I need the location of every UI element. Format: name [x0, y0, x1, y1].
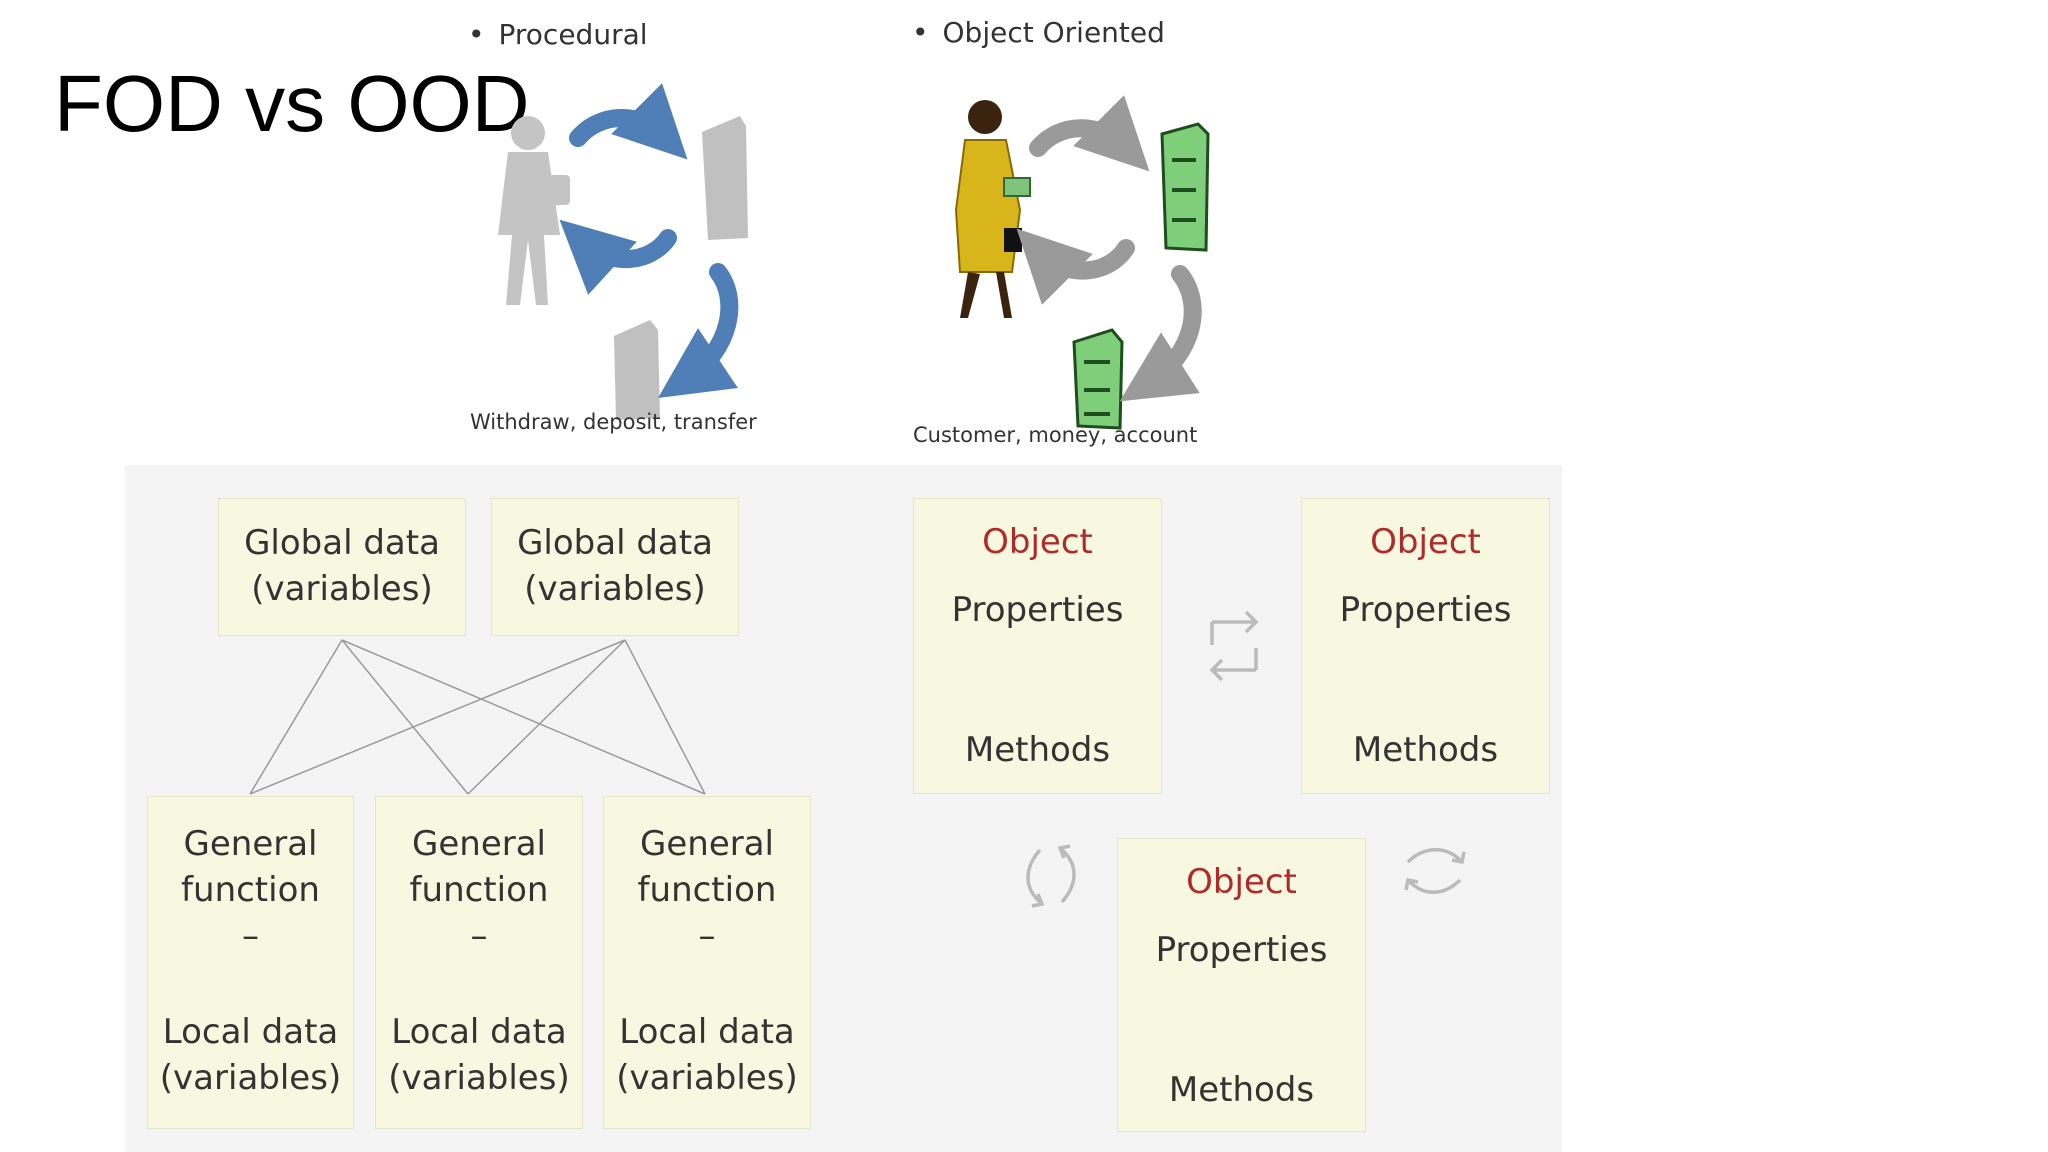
procedural-arrows-icon	[559, 83, 739, 398]
global-data-box: Global data (variables)	[218, 498, 466, 636]
object-oriented-label: Object Oriented	[942, 16, 1165, 49]
bullet-dot: •	[912, 16, 929, 49]
slide-title: FOD vs OOD	[54, 59, 530, 148]
fod-connector-lines	[249, 639, 706, 795]
local-data-label: Local data	[162, 1012, 339, 1052]
local-data-sublabel: (variables)	[159, 1058, 342, 1098]
gray-money-icon	[702, 116, 748, 240]
sync-arrows-icon	[1404, 848, 1466, 894]
procedural-label: Procedural	[498, 18, 648, 51]
function-label: function	[409, 870, 549, 910]
methods-label: Methods	[1168, 1070, 1315, 1110]
object-title: Object	[1370, 522, 1481, 562]
general-function-box: General function – Local data (variables…	[603, 796, 811, 1129]
object-oriented-caption: Customer, money, account	[913, 423, 1198, 447]
object-box: Object Properties Methods	[1301, 498, 1550, 794]
gray-money-icon	[614, 320, 660, 420]
object-title: Object	[1186, 862, 1297, 902]
green-money-icon	[1160, 122, 1210, 252]
sync-arrows-icon	[1026, 844, 1076, 908]
function-dash: –	[242, 916, 259, 956]
function-label: General	[412, 824, 546, 864]
local-data-label: Local data	[619, 1012, 795, 1052]
properties-label: Properties	[951, 590, 1124, 630]
bullet-dot: •	[468, 18, 485, 51]
green-money-icon	[1072, 328, 1124, 430]
local-data-sublabel: (variables)	[616, 1058, 798, 1098]
local-data-label: Local data	[391, 1012, 567, 1052]
global-data-box: Global data (variables)	[491, 498, 739, 636]
procedural-caption: Withdraw, deposit, transfer	[470, 410, 757, 434]
local-data-sublabel: (variables)	[388, 1058, 570, 1098]
global-data-label: Global data	[244, 523, 440, 563]
global-data-sublabel: (variables)	[251, 569, 433, 609]
general-function-box: General function – Local data (variables…	[147, 796, 354, 1129]
methods-label: Methods	[1352, 730, 1499, 770]
procedural-bullet: • Procedural	[468, 18, 648, 51]
object-oriented-bullet: • Object Oriented	[912, 16, 1165, 49]
function-label: General	[640, 824, 774, 864]
gray-person-icon	[498, 116, 570, 305]
function-label: function	[637, 870, 777, 910]
object-box: Object Properties Methods	[913, 498, 1162, 794]
function-dash: –	[470, 916, 488, 956]
object-oriented-arrows-icon	[1016, 95, 1202, 402]
businesswoman-icon	[954, 100, 1031, 318]
object-title: Object	[982, 522, 1093, 562]
methods-label: Methods	[964, 730, 1111, 770]
object-box: Object Properties Methods	[1117, 838, 1366, 1132]
properties-label: Properties	[1339, 590, 1512, 630]
general-function-box: General function – Local data (variables…	[375, 796, 583, 1129]
properties-label: Properties	[1155, 930, 1328, 970]
function-label: function	[181, 870, 320, 910]
global-data-label: Global data	[517, 523, 713, 563]
global-data-sublabel: (variables)	[524, 569, 706, 609]
function-label: General	[183, 824, 318, 864]
sync-arrows-icon	[1209, 610, 1259, 682]
function-dash: –	[698, 916, 716, 956]
